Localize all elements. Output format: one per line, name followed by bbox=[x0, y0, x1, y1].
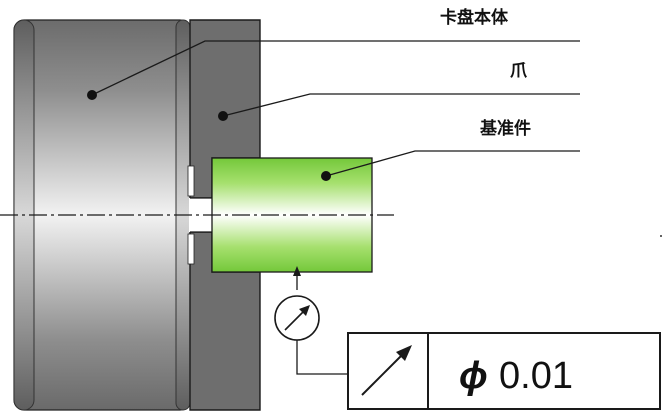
leader-dot-chuck-body bbox=[87, 90, 97, 100]
leader-chuck-body bbox=[91, 40, 580, 96]
circular-runout-arrow-icon bbox=[361, 345, 412, 396]
label-jaw: 爪 bbox=[510, 61, 528, 81]
leader-reference-part bbox=[325, 150, 580, 177]
jaw-step-lower bbox=[187, 233, 195, 265]
edge-dot bbox=[660, 235, 662, 237]
jaw-center-gap bbox=[189, 198, 212, 232]
leader-dot-reference-part bbox=[321, 171, 331, 181]
diameter-symbol: ϕ bbox=[459, 355, 488, 397]
tolerance-value: 0.01 bbox=[499, 355, 573, 397]
leader-jaw bbox=[222, 93, 580, 117]
tolerance-frame: ϕ 0.01 bbox=[347, 332, 661, 410]
leaders bbox=[91, 40, 580, 177]
tolerance-frame-box bbox=[347, 332, 661, 410]
label-chuck-body: 卡盘本体 bbox=[440, 7, 509, 28]
dial-indicator-icon bbox=[274, 266, 348, 375]
jaw-step-upper bbox=[187, 165, 195, 197]
label-reference-part: 基准件 bbox=[479, 118, 531, 139]
leader-dot-jaw bbox=[218, 111, 228, 121]
